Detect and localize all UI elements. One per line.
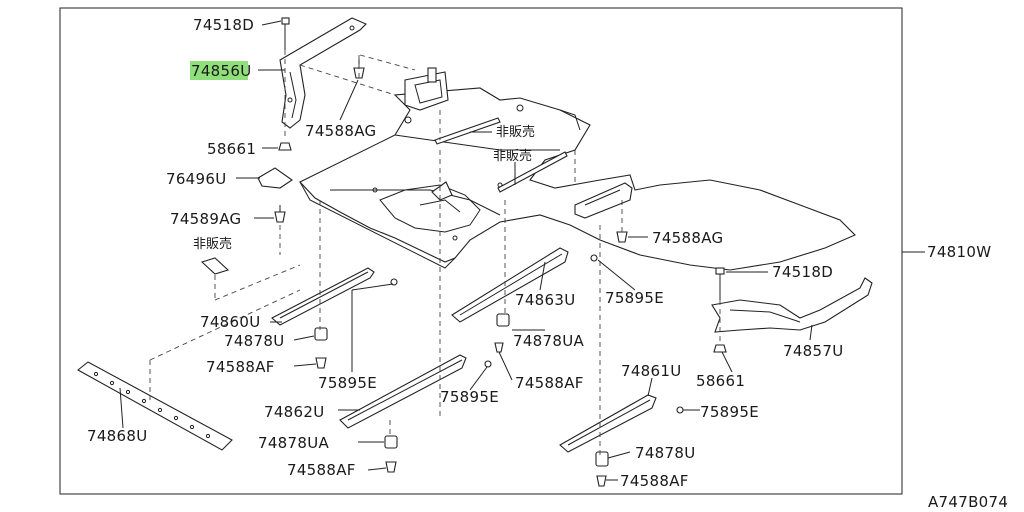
label-74518D-top: 74518D <box>193 16 254 34</box>
label-74588AF-right: 74588AF <box>620 472 689 490</box>
nut-58661-top <box>278 142 292 151</box>
label-74878U-left: 74878U <box>224 332 285 350</box>
label-74588AF-low: 74588AF <box>287 461 356 479</box>
bracket-74856U <box>279 17 367 129</box>
highlight-74856U <box>190 61 248 80</box>
clip-75895E-b <box>390 278 398 286</box>
bumper-74878U-left <box>314 327 328 369</box>
assembly-lines <box>149 54 721 455</box>
reference-code: A747B074 <box>928 493 1008 511</box>
label-75895E-a: 75895E <box>605 289 664 307</box>
clip-75895E-d <box>676 406 684 414</box>
bolt-74589AG <box>274 205 286 223</box>
label-74862U: 74862U <box>264 403 325 421</box>
floor-panel-74810W <box>299 67 856 271</box>
part-labels: 74518D 74856U 74588AG 58661 76496U 74589… <box>87 16 991 490</box>
not-for-sale-part-left <box>200 257 230 275</box>
label-74588AG-top: 74588AG <box>305 122 376 140</box>
label-not-for-sale-left: 非販売 <box>193 236 232 252</box>
label-74863U: 74863U <box>515 291 576 309</box>
bracket-74857U <box>711 277 873 333</box>
label-74878U-right: 74878U <box>635 444 696 462</box>
label-74861U: 74861U <box>621 362 682 380</box>
label-74518D-right: 74518D <box>772 263 833 281</box>
label-74856U: 74856U <box>191 62 252 80</box>
label-75895E-b: 75895E <box>318 374 377 392</box>
label-not-for-sale-mid: 非販売 <box>493 148 532 164</box>
label-74878UA-mid: 74878UA <box>513 332 584 350</box>
label-74588AF-mid: 74588AF <box>515 374 584 392</box>
bumper-74878UA-low <box>384 435 398 473</box>
bumper-74878U-right <box>595 451 609 487</box>
label-74857U: 74857U <box>783 342 844 360</box>
bumper-74878UA-mid <box>494 313 510 353</box>
label-74860U: 74860U <box>200 313 261 331</box>
label-75895E-c: 75895E <box>440 388 499 406</box>
leader-lines <box>119 20 925 481</box>
label-74868U: 74868U <box>87 427 148 445</box>
label-76496U: 76496U <box>166 170 227 188</box>
label-not-for-sale-top: 非販売 <box>496 124 535 140</box>
clip-75895E-a <box>590 254 598 262</box>
label-74589AG: 74589AG <box>170 210 241 228</box>
label-58661-right: 58661 <box>696 372 745 390</box>
bolt-74518D-right <box>715 267 725 300</box>
clip-75895E-c <box>484 360 492 368</box>
label-74588AG-right: 74588AG <box>652 229 723 247</box>
nut-58661-right <box>713 344 727 353</box>
label-75895E-d: 75895E <box>700 403 759 421</box>
clip-76496U <box>257 167 293 189</box>
bolt-74518D-top <box>281 17 290 50</box>
label-74810W: 74810W <box>927 243 991 261</box>
label-58661-top: 58661 <box>207 140 256 158</box>
label-74878UA-low: 74878UA <box>258 434 329 452</box>
label-74588AF-left: 74588AF <box>206 358 275 376</box>
bar-74868U <box>77 361 233 451</box>
bolt-74588AG-right <box>616 231 628 243</box>
